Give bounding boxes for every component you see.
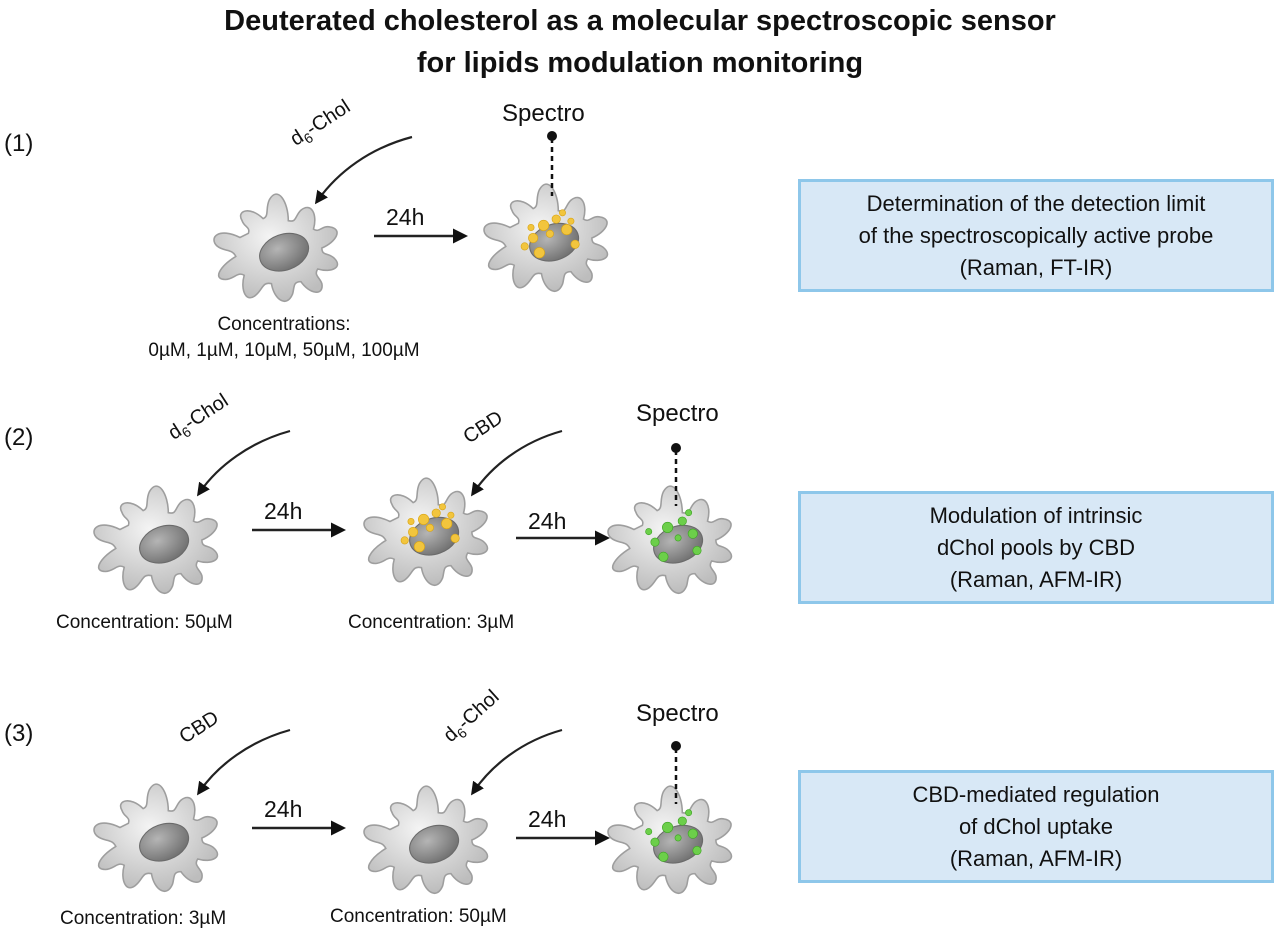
concentration-label: Concentration: 50µM <box>330 906 507 927</box>
row-number: (1) <box>4 130 34 157</box>
result-line: Determination of the detection limit <box>866 190 1206 216</box>
spectro-probe-dot <box>671 741 681 751</box>
cell-untreated <box>213 193 339 303</box>
cell-treated <box>363 785 489 895</box>
cell-untreated <box>93 783 219 893</box>
reagent-curve-arrow <box>196 728 291 796</box>
row-1 <box>213 131 609 303</box>
figure-title: Deuterated cholesterol as a molecular sp… <box>0 0 1280 84</box>
result-line: dChol pools by CBD <box>936 534 1136 560</box>
result-line: (Raman, AFM-IR) <box>949 566 1123 592</box>
reagent-curve-arrow <box>196 429 291 497</box>
row-3 <box>93 728 733 895</box>
spectro-label: Spectro <box>636 400 719 427</box>
cell-treated <box>607 485 733 595</box>
result-line: CBD-mediated regulation <box>912 781 1160 807</box>
reagent-curve-arrow <box>314 135 413 205</box>
incubation-label: 24h <box>386 204 425 230</box>
title-line-1: Deuterated cholesterol as a molecular sp… <box>224 5 1056 37</box>
reagent-curve-arrow <box>470 728 563 796</box>
row-2 <box>93 429 733 595</box>
incubation-label: 24h <box>528 806 567 832</box>
cell-untreated <box>93 485 219 595</box>
incubation-label: 24h <box>528 508 567 534</box>
lipid-droplets <box>520 209 580 259</box>
result-box: Modulation of intrinsic dChol pools by C… <box>798 491 1274 604</box>
cell-labeled <box>607 785 733 895</box>
result-line: (Raman, FT-IR) <box>959 254 1113 280</box>
lipid-droplets <box>400 503 460 553</box>
lipid-droplets <box>645 509 702 562</box>
result-line: of the spectroscopically active probe <box>858 222 1214 248</box>
spectro-label: Spectro <box>636 700 719 727</box>
concentration-label: Concentration: 50µM <box>56 612 233 633</box>
row-number: (3) <box>4 720 34 747</box>
spectro-probe-dot <box>547 131 557 141</box>
cell-labeled <box>483 183 609 293</box>
lipid-droplets <box>645 809 702 862</box>
concentration-label: Concentration: 3µM <box>60 908 227 929</box>
reagent-curve-arrow <box>470 429 563 497</box>
concentration-label: Concentrations: 0µM, 1µM, 10µM, 50µM, 10… <box>148 314 420 361</box>
concentration-label: Concentration: 3µM <box>348 612 515 633</box>
spectro-probe-dot <box>671 443 681 453</box>
cell-labeled <box>363 477 489 587</box>
incubation-label: 24h <box>264 498 303 524</box>
result-line: (Raman, AFM-IR) <box>949 845 1123 871</box>
result-box: CBD-mediated regulation of dChol uptake … <box>798 770 1274 883</box>
title-line-2: for lipids modulation monitoring <box>416 47 864 79</box>
result-box: Determination of the detection limit of … <box>798 179 1274 292</box>
incubation-label: 24h <box>264 796 303 822</box>
result-line: Modulation of intrinsic <box>929 502 1143 528</box>
spectro-label: Spectro <box>502 100 585 127</box>
row-number: (2) <box>4 424 34 451</box>
result-line: of dChol uptake <box>958 813 1114 839</box>
